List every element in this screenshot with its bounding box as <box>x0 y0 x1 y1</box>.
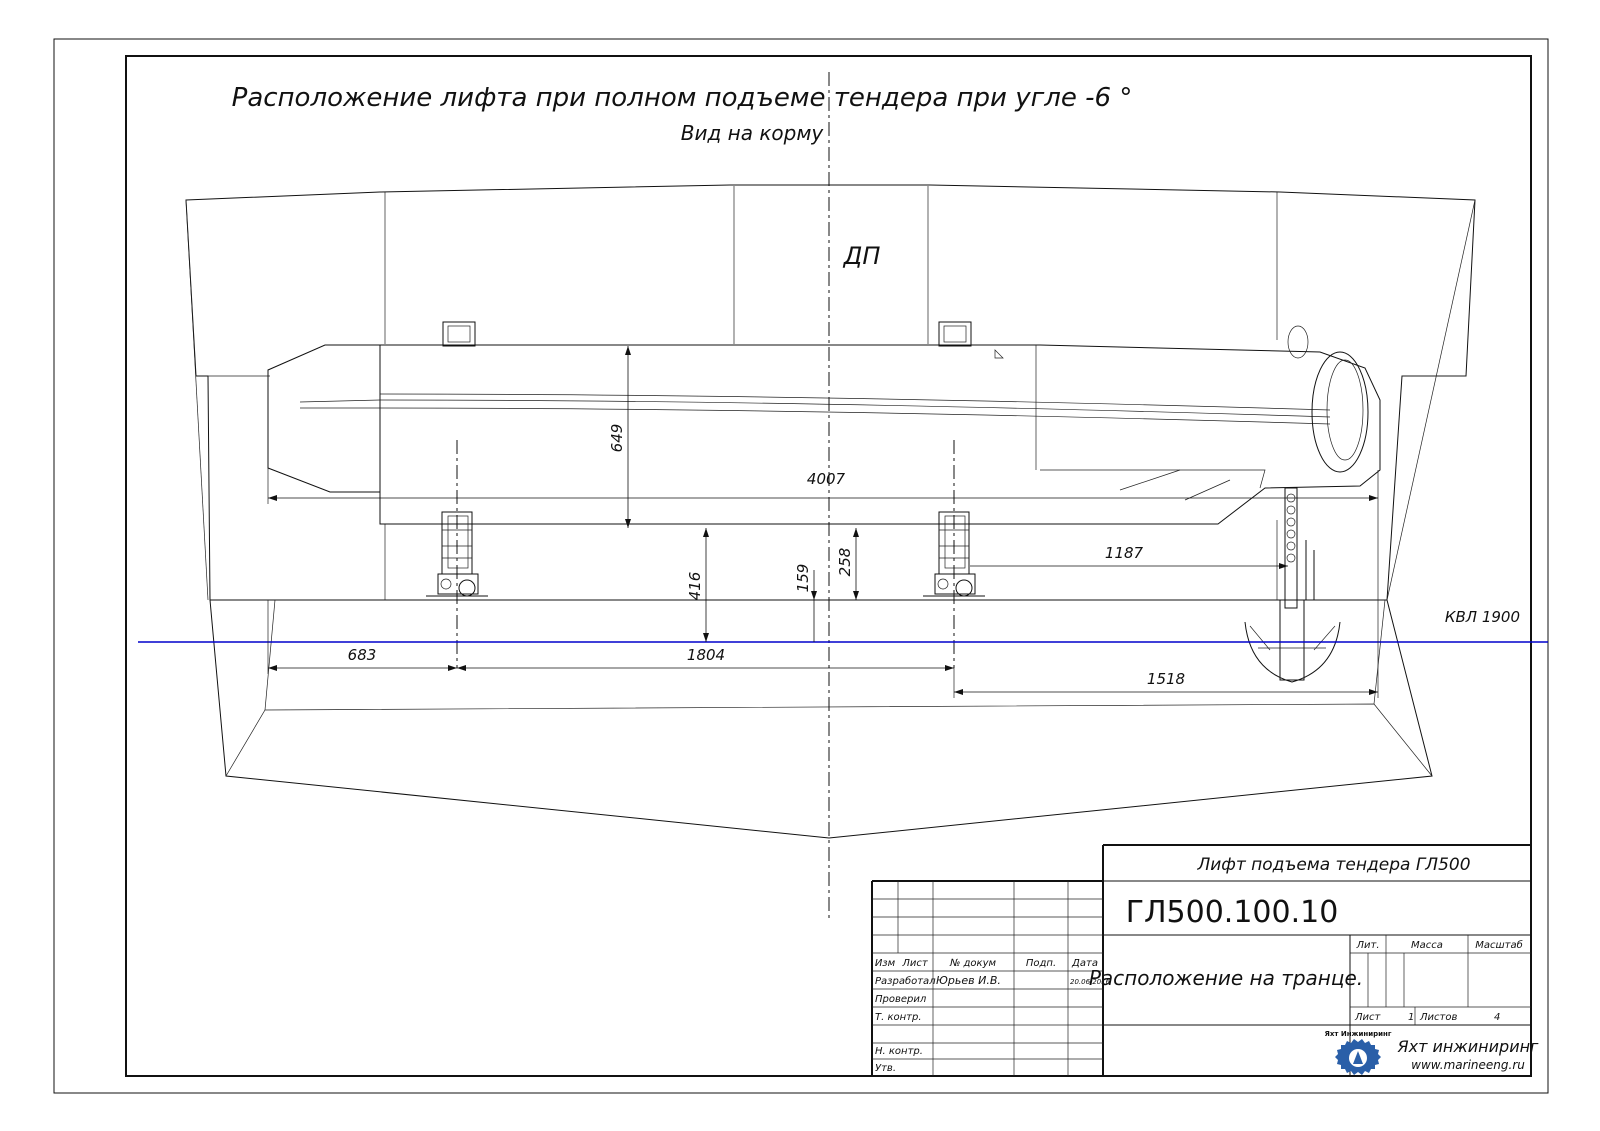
company-url: www.marineeng.ru <box>1411 1058 1525 1072</box>
inner-frame <box>125 55 1532 1077</box>
dimension-lift-to-stern: 1518 <box>953 504 1379 698</box>
svg-text:Лист: Лист <box>901 958 929 969</box>
dimension-lift-clearance-left: 416 <box>686 528 709 642</box>
svg-text:258: 258 <box>836 548 854 577</box>
svg-text:649: 649 <box>608 424 626 453</box>
svg-text:Листов: Листов <box>1419 1012 1457 1023</box>
svg-text:Разработал: Разработал <box>875 975 936 987</box>
svg-text:416: 416 <box>686 572 704 601</box>
waterline-label: КВЛ 1900 <box>1445 608 1520 626</box>
title-block: Лифт подъема тендера ГЛ500 ГЛ500.100.10 … <box>871 844 1540 1076</box>
svg-text:159: 159 <box>794 564 812 593</box>
svg-text:Н. контр.: Н. контр. <box>875 1046 923 1057</box>
dimension-tender-length: 4007 <box>267 468 1379 504</box>
dimension-lift-clearance-right: 258 <box>836 528 859 600</box>
svg-text:Т. контр.: Т. контр. <box>875 1012 922 1023</box>
svg-text:Масштаб: Масштаб <box>1475 939 1523 951</box>
company-name: Яхт инжиниринг <box>1397 1037 1540 1056</box>
svg-text:4: 4 <box>1494 1012 1500 1023</box>
logo-caption: Яхт Инжиниринг <box>1324 1030 1391 1038</box>
svg-text:4007: 4007 <box>807 470 846 488</box>
svg-text:1518: 1518 <box>1147 670 1185 688</box>
svg-text:Масса: Масса <box>1411 940 1443 951</box>
gear-logo-icon <box>1335 1039 1381 1075</box>
svg-text:1804: 1804 <box>687 646 725 664</box>
svg-text:Изм: Изм <box>875 958 896 969</box>
upper-mount-right <box>938 321 972 347</box>
drawing-subtitle: Вид на корму <box>681 121 825 145</box>
drawing-title: Расположение лифта при полном подъеме те… <box>232 83 1133 113</box>
centerline-label: ДП <box>843 242 881 270</box>
svg-text:Утв.: Утв. <box>875 1063 896 1074</box>
tender-boat <box>267 325 1381 525</box>
dimension-lift-spacing: 1804 <box>457 646 954 671</box>
svg-text:Лит.: Лит. <box>1355 940 1379 951</box>
svg-text:Лист: Лист <box>1354 1012 1382 1023</box>
svg-text:Проверил: Проверил <box>875 994 927 1005</box>
svg-text:Юрьев И.В.: Юрьев И.В. <box>936 974 1001 987</box>
product-name: Лифт подъема тендера ГЛ500 <box>1196 855 1470 875</box>
hull-transom <box>185 184 1476 839</box>
dimension-lift-centerline-height: 159 <box>794 564 817 642</box>
svg-text:№ докум: № докум <box>949 958 997 969</box>
svg-text:Дата: Дата <box>1071 958 1098 969</box>
svg-text:1187: 1187 <box>1105 544 1144 562</box>
doc-title: Расположение на транце. <box>1089 966 1363 990</box>
anchor-assembly <box>1244 487 1341 683</box>
svg-text:1: 1 <box>1408 1012 1414 1023</box>
upper-mount-left <box>442 321 476 347</box>
svg-text:Подп.: Подп. <box>1026 958 1056 969</box>
svg-text:683: 683 <box>348 646 377 664</box>
doc-number: ГЛ500.100.10 <box>1126 895 1339 930</box>
dimension-left-offset: 683 <box>267 600 457 674</box>
dimension-lift-to-anchor: 1187 <box>970 544 1288 569</box>
dimension-tender-height: 649 <box>608 346 631 528</box>
outer-frame <box>53 38 1549 1094</box>
svg-text:20.06.2016: 20.06.2016 <box>1070 978 1111 986</box>
